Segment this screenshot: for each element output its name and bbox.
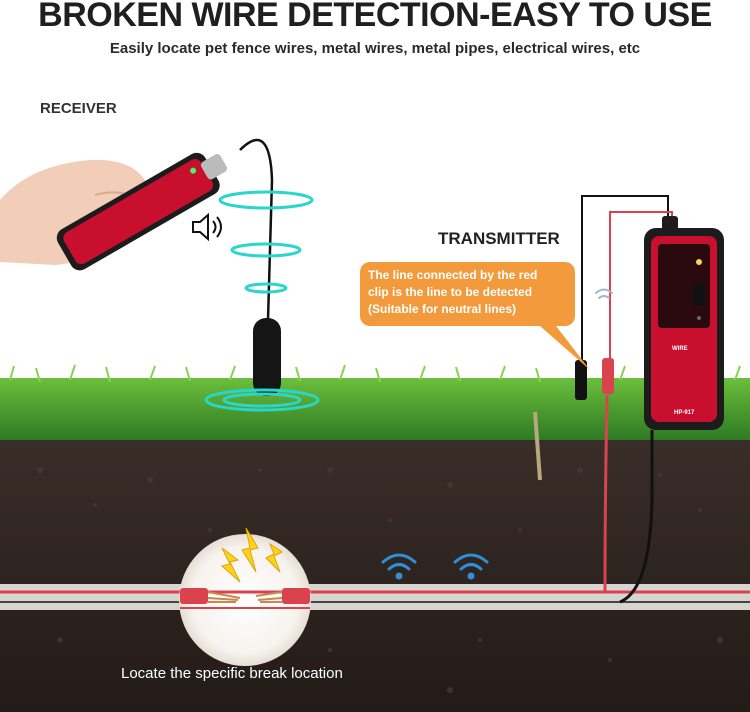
black-alligator-clip (575, 360, 587, 400)
soil-texture (37, 467, 723, 693)
transmitter-model: HP-917 (674, 410, 695, 416)
transmitter-label: TRANSMITTER (438, 229, 560, 248)
callout-line-2: clip is the line to be detected (368, 285, 533, 299)
callout-box: The line connected by the red clip is th… (360, 262, 575, 326)
wifi-signal-icon-small (595, 288, 613, 299)
callout-line-3: (Suitable for neutral lines) (368, 302, 517, 316)
transmitter-device (644, 228, 724, 430)
signal-rings (204, 190, 320, 412)
receiver-label: RECEIVER (40, 100, 117, 117)
speaker-icon (192, 212, 222, 242)
transmitter-connector (662, 216, 678, 230)
page-title: BROKEN WIRE DETECTION-EASY TO USE (38, 0, 712, 34)
black-wire-riser (619, 430, 654, 604)
grass-strip (0, 378, 750, 440)
receiver-device (56, 152, 228, 271)
page-subtitle: Easily locate pet fence wires, metal wir… (109, 40, 641, 57)
receiver-probe-head (253, 318, 281, 396)
break-caption: Locate the specific break location (121, 665, 343, 682)
red-wire-riser (603, 394, 609, 593)
ground-stake (533, 411, 542, 481)
underground-pipe (0, 584, 750, 610)
receiver-probe-cable (239, 138, 274, 321)
wifi-signal-icon (381, 553, 489, 580)
soil-ground (0, 430, 750, 712)
transmitter-brand: WIRE (672, 346, 688, 352)
callout-pointer (540, 326, 590, 370)
callout-line-1: The line connected by the red (368, 268, 538, 282)
red-alligator-clip (602, 358, 614, 394)
lightning-icon (220, 527, 283, 583)
